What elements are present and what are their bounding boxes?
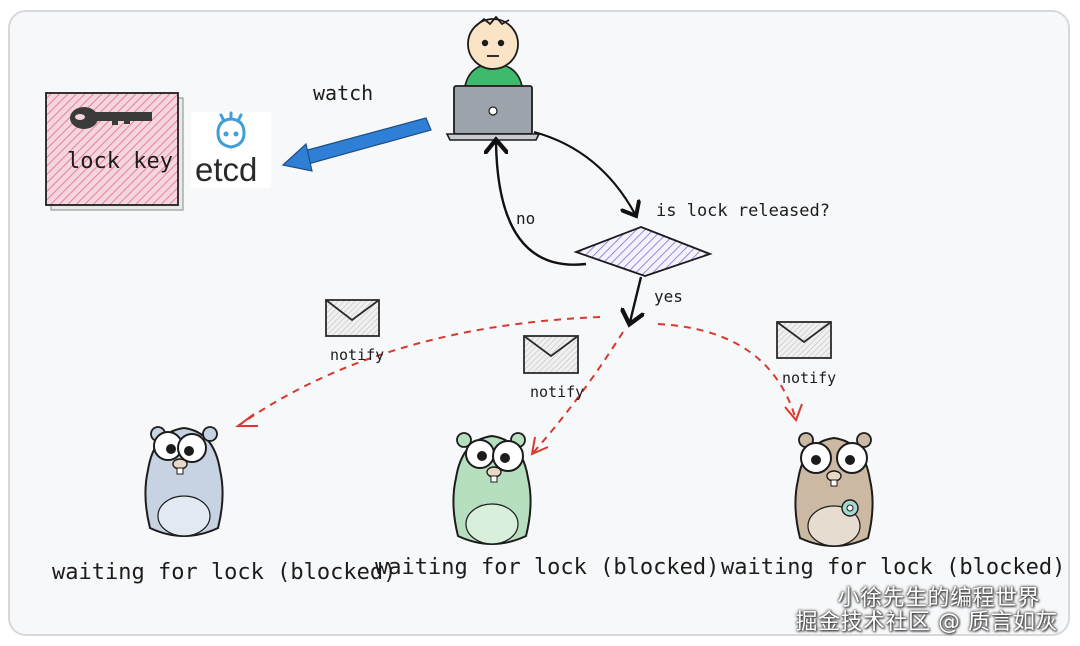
gopher-1-status: waiting for lock (blocked) [52, 560, 396, 585]
gopher-blue-icon [144, 426, 224, 537]
lock-key-label: lock key [67, 149, 173, 174]
watch-arrow [281, 117, 432, 172]
decision-question-label: is lock released? [656, 201, 830, 221]
no-label: no [516, 209, 535, 228]
no-arrow [496, 142, 587, 266]
key-icon [70, 107, 152, 129]
etcd-label: etcd [195, 151, 257, 188]
envelope-icon [325, 299, 380, 337]
notify-label-left: notify [330, 346, 384, 364]
lock-key-card: lock key [45, 92, 184, 211]
watermark-line-2: 掘金技术社区 @ 质言如灰 [795, 610, 1058, 635]
laptop-icon [445, 85, 541, 141]
decision-diamond [573, 226, 713, 277]
notify-arrow-middle [530, 331, 624, 456]
lock-key-card-face [45, 92, 179, 206]
notify-arrow-left [235, 316, 601, 427]
notify-label-middle: notify [530, 383, 584, 401]
gopher-green-icon [452, 432, 532, 545]
watermark-line-1: 小徐先生的编程世界 [837, 586, 1040, 611]
person-icon [463, 15, 524, 87]
notify-label-right: notify [782, 369, 836, 387]
envelope-icon [523, 335, 579, 374]
etcd-logo: etcd [191, 111, 271, 188]
gopher-3-status: waiting for lock (blocked) [721, 555, 1065, 580]
gopher-brown-icon [794, 432, 874, 547]
gopher-2-status: waiting for lock (blocked) [375, 555, 719, 580]
flow-arrow-to-decision [533, 130, 635, 214]
gopher-badge-icon [841, 499, 859, 517]
envelope-icon [776, 321, 832, 359]
etcd-mascot-icon [216, 111, 246, 149]
watch-label: watch [313, 81, 373, 105]
notify-arrow-right [657, 323, 803, 422]
yes-arrow [630, 276, 641, 322]
etcd-logo-bg [191, 112, 271, 188]
yes-label: yes [654, 287, 683, 306]
